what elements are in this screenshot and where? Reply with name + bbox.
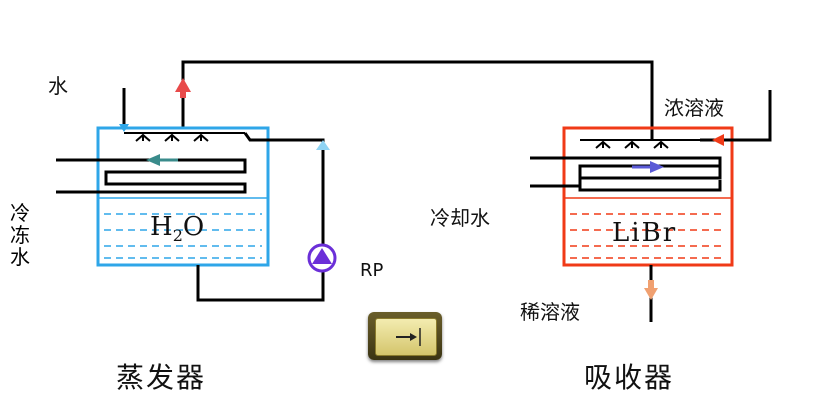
evap-coil-arrow: [146, 154, 160, 166]
absorber-coil: [530, 156, 722, 192]
cooling-water-label: 冷却水: [430, 206, 490, 230]
strong-solution-label: 浓溶液: [664, 96, 724, 120]
evaporator-coil: [56, 158, 247, 194]
evaporator-title: 蒸发器: [116, 361, 207, 394]
pump-icon: [307, 243, 337, 273]
vapor-up-arrow: [175, 78, 191, 92]
pump-label: RP: [360, 260, 384, 281]
absorber-spray: [580, 139, 700, 149]
absorber-vessel: [562, 126, 734, 267]
evaporator-vessel: [96, 126, 270, 267]
evaporator-content-label: H2O: [150, 212, 205, 246]
play-button[interactable]: [368, 312, 442, 360]
absorber-title: 吸收器: [584, 361, 675, 394]
chilled-water-label: 冷 冻 水: [10, 201, 30, 269]
pump-loop-pipe: [196, 132, 325, 302]
absorber-content-label: LiBr: [612, 218, 678, 248]
play-arrow-icon: [396, 328, 421, 346]
water-inlet-label: 水: [48, 74, 68, 98]
abs-coil-arrow: [650, 161, 664, 173]
evaporator-spray: [124, 132, 245, 142]
weak-solution-label: 稀溶液: [520, 300, 580, 324]
play-button-face: [375, 318, 437, 356]
